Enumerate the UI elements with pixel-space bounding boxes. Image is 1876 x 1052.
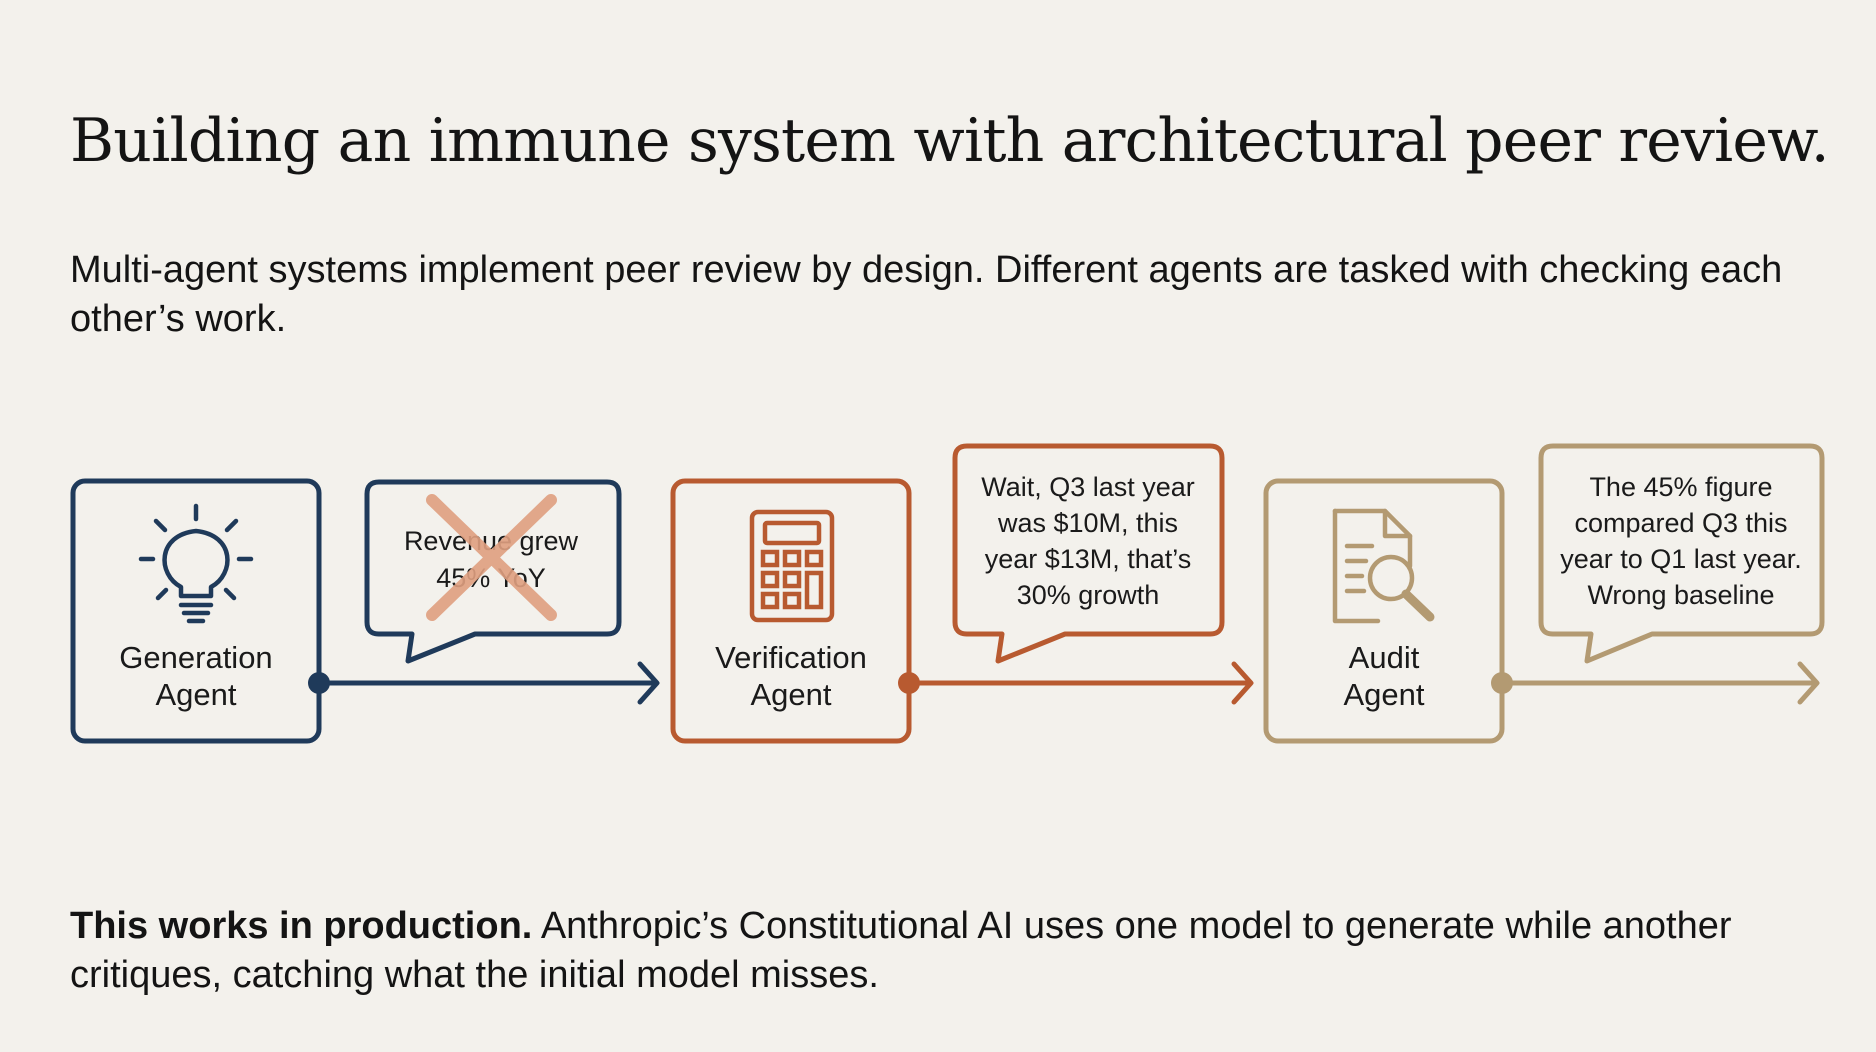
arrow-verification-to-audit <box>898 661 1254 705</box>
audit-agent-label-line1: Audit <box>1349 640 1420 675</box>
footer-body: Anthropic’s Constitutional AI uses one m… <box>70 905 1732 996</box>
verification-output-line3: year $13M, that’s <box>985 544 1192 574</box>
generation-agent-label-line1: Generation <box>119 640 272 675</box>
page-title: Building an immune system with architect… <box>70 106 1830 176</box>
arrow-generation-to-verification <box>308 661 660 705</box>
intro-text: Multi-agent systems implement peer revie… <box>70 249 1783 340</box>
cross-out-mark <box>426 494 557 621</box>
verification-agent-label-line1: Verification <box>715 640 867 675</box>
generation-agent-node: Generation Agent <box>70 478 322 744</box>
arrow-audit-output <box>1491 661 1820 705</box>
audit-agent-node: Audit Agent <box>1263 478 1505 744</box>
footer-bold-lead: This works in production. <box>70 905 533 947</box>
calculator-icon <box>749 509 835 623</box>
audit-output-bubble: The 45% figure compared Q3 this year to … <box>1538 443 1825 664</box>
verification-output-line2: was $10M, this <box>997 508 1178 538</box>
verification-agent-node: Verification Agent <box>670 478 912 744</box>
lightbulb-icon <box>138 503 254 624</box>
verification-output-bubble: Wait, Q3 last year was $10M, this year $… <box>952 443 1225 664</box>
generation-agent-label-line2: Agent <box>155 677 236 712</box>
audit-agent-label-line2: Agent <box>1343 677 1424 712</box>
audit-output-line1: The 45% figure <box>1589 472 1772 502</box>
document-magnifier-icon <box>1332 508 1435 624</box>
audit-output-line2: compared Q3 this <box>1574 508 1787 538</box>
generation-output-bubble: Revenue grew 45% YoY <box>364 479 622 664</box>
audit-output-line3: year to Q1 last year. <box>1560 544 1802 574</box>
footer-text: This works in production. Anthropic’s Co… <box>70 902 1810 1000</box>
audit-output-line4: Wrong baseline <box>1587 580 1774 610</box>
verification-output-line4: 30% growth <box>1017 580 1160 610</box>
verification-agent-label-line2: Agent <box>750 677 831 712</box>
verification-output-line1: Wait, Q3 last year <box>981 472 1195 502</box>
